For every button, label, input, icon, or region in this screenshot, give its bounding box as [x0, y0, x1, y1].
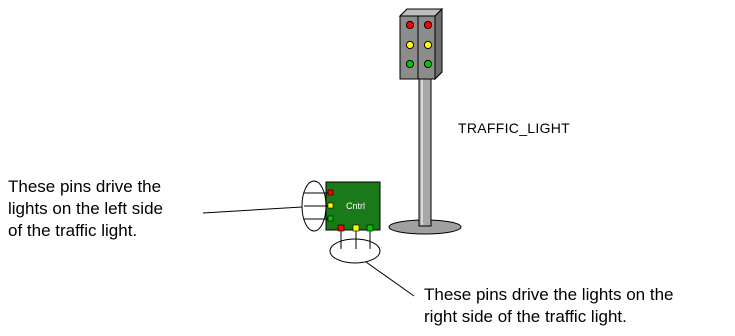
left-leader-line — [202, 206, 303, 214]
annotation-line: These pins drive the lights on the — [424, 285, 674, 304]
right-pins-annotation: These pins drive the lights on the right… — [424, 284, 673, 328]
left-green-lamp — [405, 59, 415, 69]
right-yellow-lamp — [423, 40, 433, 50]
right-leader-line — [365, 261, 415, 297]
left-red-lamp — [405, 20, 415, 30]
left-pin-green — [327, 215, 334, 222]
traffic-light-pole — [418, 74, 432, 227]
annotation-line: lights on the left side — [8, 199, 163, 218]
bottom-pin-yellow — [352, 224, 360, 232]
left-yellow-lamp — [405, 40, 415, 50]
bottom-pin-green — [366, 224, 374, 232]
right-green-lamp — [423, 59, 433, 69]
right-red-lamp — [423, 20, 433, 30]
left-pins-annotation: These pins drive the lights on the left … — [8, 176, 163, 242]
controller-label: Cntrl — [346, 201, 366, 211]
left-pin-yellow — [327, 202, 334, 209]
bottom-pin-red — [337, 224, 345, 232]
left-pin-red — [327, 189, 334, 196]
bottom-pins-highlight — [329, 238, 381, 264]
annotation-line: right side of the traffic light. — [424, 307, 627, 326]
left-pins-highlight — [301, 180, 327, 232]
annotation-line: of the traffic light. — [8, 221, 138, 240]
controller-board — [325, 181, 381, 231]
traffic-light-label: TRAFFIC_LIGHT — [458, 120, 571, 136]
annotation-line: These pins drive the — [8, 177, 162, 196]
